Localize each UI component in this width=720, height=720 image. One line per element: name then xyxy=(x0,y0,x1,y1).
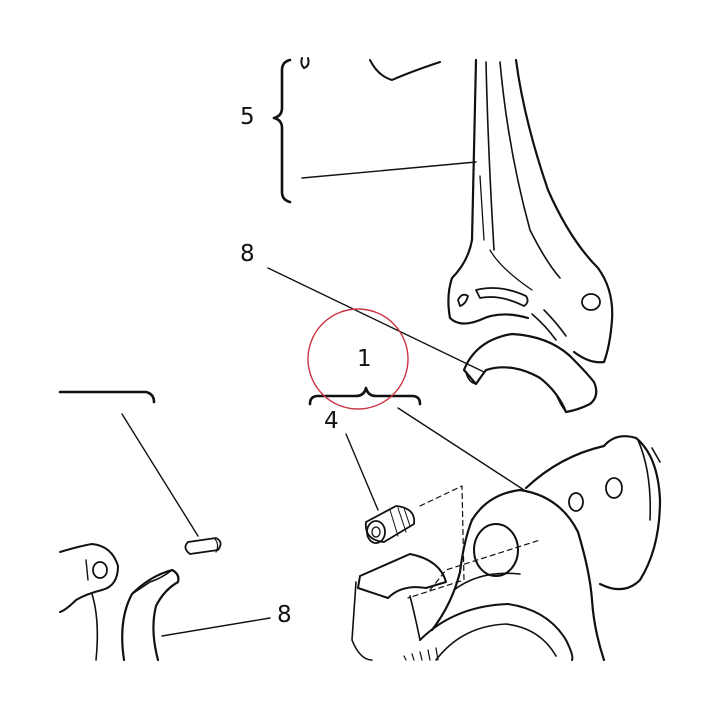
upper-bearing-shell xyxy=(462,332,598,414)
dowel-pin xyxy=(184,537,222,555)
callout-label-5: 5 xyxy=(240,104,255,130)
callout-label-8-upper: 8 xyxy=(240,241,255,267)
bracket-1 xyxy=(308,386,422,406)
highlight-circle xyxy=(307,308,409,410)
bracket-left xyxy=(58,390,156,404)
callout-label-8-lower: 8 xyxy=(277,602,292,628)
lower-bearing-shell xyxy=(121,568,180,662)
set-screw xyxy=(364,505,416,544)
callout-label-1: 1 xyxy=(357,346,372,372)
callout-label-4: 4 xyxy=(324,408,339,434)
bracket-5 xyxy=(272,58,292,204)
rod-cap xyxy=(59,543,119,661)
leader-lines xyxy=(121,161,525,637)
crankshaft xyxy=(351,435,662,662)
connecting-rod xyxy=(300,57,614,364)
